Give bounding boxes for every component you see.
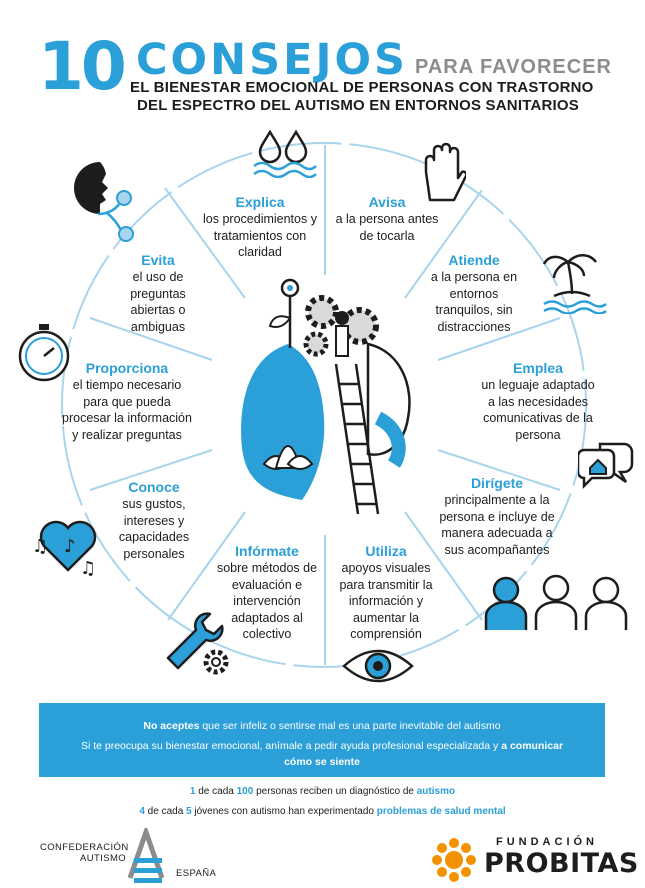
banner-line1-bold: No aceptes: [143, 720, 200, 732]
svg-text:♪: ♪: [64, 536, 76, 557]
stat-2-text-a: de cada: [144, 806, 187, 817]
tip-avisa: Avisa a la persona antes de tocarla: [332, 193, 442, 244]
autismo-label: AUTISMO: [80, 853, 127, 864]
stat-1-text-c: reciben un diagnóstico de: [297, 786, 417, 797]
tip-explica: Explica los procedimientos y tratamiento…: [196, 193, 324, 261]
banner-line2-start: Si te preocupa su bienestar emocional, a…: [80, 740, 502, 752]
tip-text: a la persona en entornos tranquilos, sin…: [430, 270, 518, 334]
people-group-icon: [484, 574, 628, 630]
stat-2-highlight: problemas de salud mental: [376, 806, 506, 817]
espana-label: ESPAÑA: [176, 868, 217, 879]
autismo-espana-logo: [127, 828, 165, 883]
tip-title: Avisa: [368, 194, 406, 210]
tip-text: apoyos visuales para transmitir la infor…: [339, 561, 433, 641]
water-drops-icon: [253, 129, 317, 178]
tip-title: Conoce: [128, 479, 180, 495]
tip-atiende: Atiende a la persona en entornos tranqui…: [420, 251, 528, 335]
heart-music-icon: ♪ ♫ ♫: [32, 520, 97, 576]
stat-1-highlight: autismo: [416, 786, 456, 797]
eye-icon: [342, 649, 414, 683]
tip-evita: Evita el uso de preguntas abiertas o amb…: [112, 251, 204, 335]
probitas-label: PROBITAS: [484, 848, 639, 879]
tip-text: sus gustos, intereses y capacidades pers…: [118, 497, 190, 561]
fundacion-label: FUNDACIÓN: [496, 836, 598, 848]
tip-title: Utiliza: [365, 543, 407, 559]
svg-text:♫: ♫: [32, 536, 48, 557]
title-number: 10: [38, 28, 127, 105]
tip-title: Infórmate: [235, 543, 299, 559]
stopwatch-icon: [18, 324, 70, 382]
stat-1-number-a: 1: [189, 786, 196, 797]
tip-title: Explica: [235, 194, 285, 210]
stat-1-number-b: 100: [236, 786, 254, 797]
tip-text: sobre métodos de evaluación e intervenci…: [216, 561, 318, 641]
tip-utiliza: Utiliza apoyos visuales para transmitir …: [328, 542, 444, 643]
tip-emplea: Emplea un leguaje adaptado a las necesid…: [478, 359, 598, 443]
stat-2: 4 de cada 5 jóvenes con autismo han expe…: [0, 806, 645, 817]
circle-diagram: [61, 142, 587, 668]
tip-text: el uso de preguntas abiertas o ambiguas: [130, 270, 186, 334]
stat-2-text-b: jóvenes con autismo han experimentado: [191, 806, 377, 817]
tip-proporciona: Proporciona el tiempo necesario para que…: [62, 359, 192, 443]
hand-stop-icon: [424, 142, 466, 202]
banner-line1-rest: que ser infeliz o sentirse mal es una pa…: [199, 720, 501, 732]
probitas-sun-logo: [432, 838, 476, 882]
tip-text: a la persona antes de tocarla: [335, 212, 439, 243]
stat-1: 1 de cada 100 personas reciben un diagnó…: [0, 786, 645, 797]
tip-text: un leguaje adaptado a las necesidades co…: [481, 378, 595, 442]
tip-dirigete: Dirígete principalmente a la persona e i…: [432, 474, 562, 558]
banner-line2: Si te preocupa su bienestar emocional, a…: [39, 734, 605, 770]
central-illustration: [241, 278, 411, 515]
tip-title: Evita: [141, 252, 175, 268]
tip-text: principalmente a la persona e incluye de…: [439, 493, 555, 557]
confederacion-label: CONFEDERACIÓN: [40, 842, 129, 853]
face-flower-icon: [74, 162, 134, 242]
tip-title: Emplea: [513, 360, 563, 376]
subtitle-line2: DEL ESPECTRO DEL AUTISMO EN ENTORNOS SAN…: [137, 97, 579, 114]
stat-2-number-a: 4: [139, 806, 145, 817]
title: CONSEJOS: [136, 35, 408, 85]
stat-1-text-b: personas: [253, 786, 298, 797]
stat-1-text-a: de cada: [195, 786, 237, 797]
tip-conoce: Conoce sus gustos, intereses y capacidad…: [106, 478, 202, 562]
stat-2-number-b: 5: [186, 806, 192, 817]
banner-line2-bold: a comunicar cómo se siente: [284, 740, 564, 768]
speech-bubbles-icon: [578, 442, 634, 490]
wrench-gear-icon: [166, 612, 229, 675]
tip-informate: Infórmate sobre métodos de evaluación e …: [210, 542, 324, 643]
title-suffix: PARA FAVORECER: [415, 56, 612, 78]
tip-text: el tiempo necesario para que pueda proce…: [62, 378, 192, 442]
subtitle-line1: EL BIENESTAR EMOCIONAL DE PERSONAS CON T…: [130, 79, 594, 96]
advice-banner: No aceptes que ser infeliz o sentirse ma…: [39, 703, 605, 777]
palm-island-icon: [542, 254, 607, 314]
svg-text:♫: ♫: [80, 558, 96, 576]
tip-title: Atiende: [448, 252, 500, 268]
tip-title: Proporciona: [85, 360, 169, 376]
tip-title: Dirígete: [470, 475, 524, 491]
banner-line1: No aceptes que ser infeliz o sentirse ma…: [39, 703, 605, 734]
tip-text: los procedimientos y tratamientos con cl…: [203, 212, 317, 259]
